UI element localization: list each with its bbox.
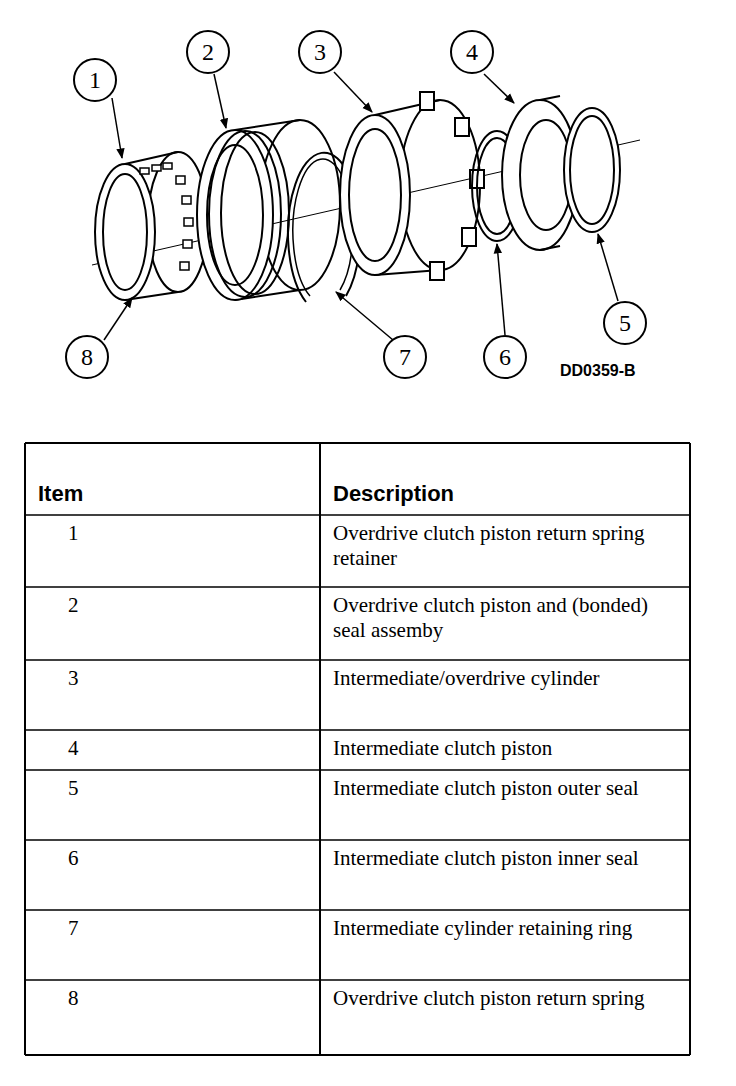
- item-description: Intermediate clutch piston inner seal: [323, 846, 687, 871]
- callout-number: 6: [483, 335, 527, 379]
- callout-number: 1: [73, 58, 117, 102]
- table-rule: [689, 443, 691, 1055]
- callout-number: 7: [383, 335, 427, 379]
- table-rule: [25, 514, 690, 515]
- table-rule: [25, 586, 690, 587]
- item-description: Intermediate/overdrive cylinder: [323, 666, 687, 691]
- table-rule: [25, 839, 690, 840]
- table-rule: [319, 443, 321, 1055]
- item-number: 3: [28, 666, 317, 691]
- figure-code: DD0359-B: [560, 362, 636, 380]
- table-rule: [25, 659, 690, 660]
- table-rule: [25, 909, 690, 910]
- overdrive-piston: [197, 120, 340, 300]
- item-number: 1: [28, 521, 317, 546]
- item-number: 4: [28, 736, 317, 761]
- table-rule: [25, 729, 690, 730]
- callout-text: 1: [89, 67, 101, 94]
- item-number: 6: [28, 846, 317, 871]
- table-header: Item: [38, 481, 83, 507]
- table-rule: [25, 979, 690, 980]
- item-description: Intermediate clutch piston: [323, 736, 687, 761]
- callout-number: 8: [65, 335, 109, 379]
- table-header: Description: [333, 481, 454, 507]
- callout-number: 3: [298, 30, 342, 74]
- item-description: Intermediate cylinder retaining ring: [323, 916, 687, 941]
- item-number: 2: [28, 593, 317, 618]
- item-description: Intermediate clutch piston outer seal: [323, 776, 687, 801]
- item-number: 7: [28, 916, 317, 941]
- callout-text: 4: [466, 39, 478, 66]
- callout-number: 2: [186, 30, 230, 74]
- table-rule: [25, 442, 690, 444]
- callout-text: 2: [202, 39, 214, 66]
- callout-text: 6: [499, 344, 511, 371]
- callout-text: 5: [619, 310, 631, 337]
- callout-number: 5: [603, 301, 647, 345]
- spring-retainer: [95, 152, 208, 300]
- item-description: Overdrive clutch piston return spring re…: [323, 521, 687, 571]
- cylinder: [340, 92, 484, 280]
- table-rule: [24, 443, 26, 1055]
- item-number: 8: [28, 986, 317, 1011]
- item-number: 5: [28, 776, 317, 801]
- table-rule: [25, 769, 690, 770]
- callout-text: 8: [81, 344, 93, 371]
- callout-text: 3: [314, 39, 326, 66]
- callout-number: 4: [450, 30, 494, 74]
- callout-text: 7: [399, 344, 411, 371]
- outer-seal: [564, 108, 620, 232]
- leader-lines: [104, 72, 618, 340]
- table-rule: [25, 1054, 690, 1056]
- item-description: Overdrive clutch piston return spring: [323, 986, 687, 1011]
- item-description: Overdrive clutch piston and (bonded) sea…: [323, 593, 687, 643]
